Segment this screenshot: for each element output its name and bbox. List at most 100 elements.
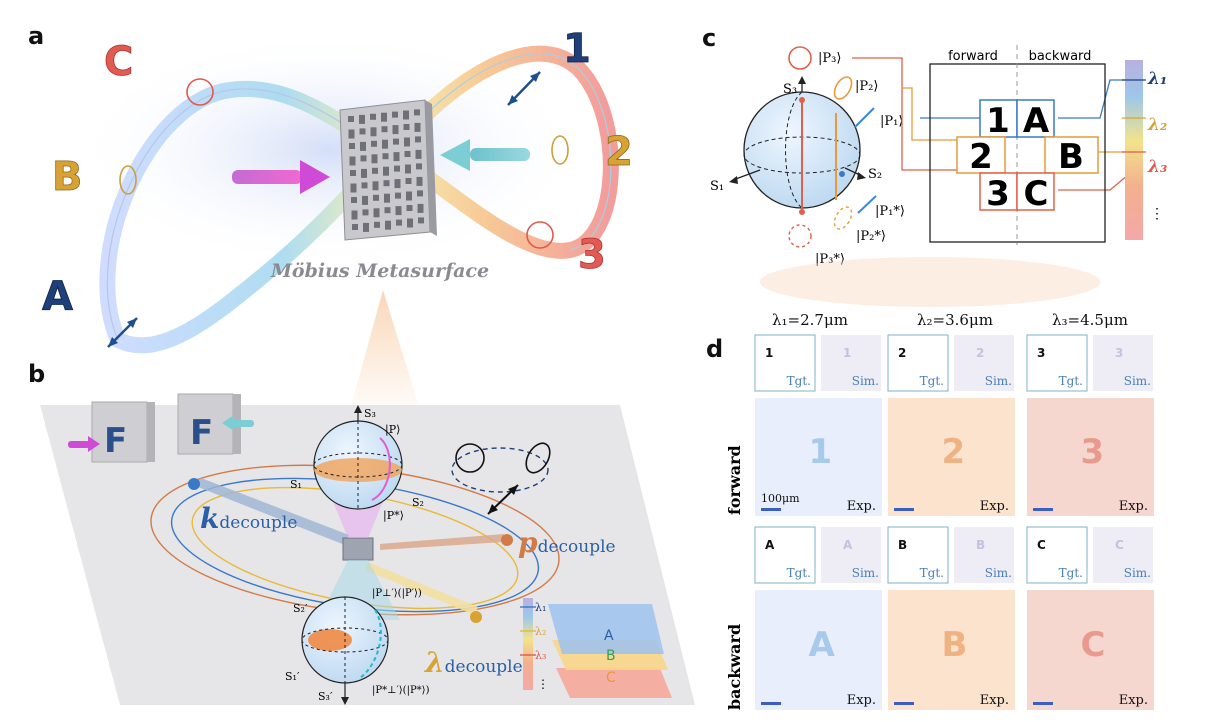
legend-lambda2: λ₂: [535, 625, 546, 638]
target-char: A: [765, 538, 775, 552]
connector-p2: [902, 87, 957, 141]
backward-header: backward: [1029, 49, 1092, 64]
axis-s2-c: S₂: [868, 167, 882, 182]
sim-char: C: [1115, 538, 1124, 552]
sim-tile: [1093, 527, 1153, 583]
axis-s1-c: S₁: [710, 179, 724, 194]
letter-c: C: [104, 39, 133, 85]
incident-beam-arrow: [232, 160, 330, 194]
grid-text-a: A: [1023, 101, 1050, 141]
meta-atom: [393, 152, 400, 162]
meta-atom: [405, 178, 412, 184]
row-label-forward: forward: [725, 445, 744, 515]
arrowhead-icon: [508, 95, 518, 105]
meta-atom: [393, 138, 399, 145]
tile-grid: 1Tgt.1Sim.1Exp.100μm2Tgt.2Sim.2Exp.3Tgt.…: [754, 334, 1154, 710]
meta-atom: [404, 151, 411, 157]
exp-tile: [888, 398, 1015, 516]
panel-d: d λ₁=2.7μm λ₂=3.6μm λ₃=4.5μm forward bac…: [706, 311, 1154, 710]
exp-char: 1: [809, 432, 833, 472]
arrowhead-icon: [530, 72, 540, 82]
forward-header: forward: [948, 49, 998, 64]
sim-label: Sim.: [852, 566, 879, 580]
meta-atom: [415, 136, 421, 143]
exp-label: Exp.: [980, 693, 1009, 708]
meta-atom: [407, 218, 413, 228]
exp-char: A: [809, 625, 836, 665]
connector-p3: [852, 57, 980, 171]
state-label-p3star: |P₃*⟩: [815, 252, 845, 267]
sim-tile: [821, 527, 881, 583]
meta-atom: [370, 113, 376, 120]
state-linear-p1star: [857, 195, 877, 214]
poincare-sphere-bottom: S₂′ S₁′ S₃′ |P⊥′⟩(|P′⟩) |P*⊥′⟩(|P*⟩): [285, 588, 430, 705]
meta-atom: [360, 141, 366, 151]
meta-atom: [414, 109, 420, 116]
meta-atom: [349, 143, 355, 149]
sim-char: B: [976, 538, 985, 552]
lambda2-label: λ₂: [1147, 115, 1167, 135]
k-dot: [188, 478, 200, 490]
panel-label-b: b: [28, 360, 45, 388]
exp-char: B: [942, 625, 968, 665]
number-1: 1: [563, 26, 591, 72]
axis-s1: S₁: [290, 478, 302, 491]
meta-atom: [384, 193, 390, 203]
k-beam: [193, 478, 349, 545]
meta-atom: [417, 190, 423, 197]
axis-s1-prime: S₁′: [285, 670, 300, 683]
exp-tile: [755, 590, 882, 710]
grid-cell-c: [1016, 172, 1055, 211]
state-p-perp: |P⊥′⟩(|P′⟩): [372, 588, 422, 599]
polarization-ellipse-b: [119, 165, 137, 195]
lambda3-label: λ₃: [1147, 157, 1167, 177]
panel-b: b F F: [28, 360, 695, 705]
pink-arrow-small: [68, 436, 100, 452]
meta-atom: [381, 126, 388, 133]
meta-atom: [371, 140, 377, 147]
state-ellipse-p2: [833, 76, 853, 100]
target-tile: [1026, 526, 1088, 584]
meta-atom: [351, 210, 358, 220]
exp-tile: [1027, 398, 1154, 516]
number-3: 3: [578, 232, 606, 278]
sim-label: Sim.: [985, 374, 1012, 388]
state-label-p1: |P₁⟩: [880, 114, 903, 129]
meta-atom: [392, 111, 398, 118]
axis-s3-c: S₃: [783, 82, 797, 97]
target-char: 2: [898, 346, 906, 360]
meta-atom: [348, 116, 354, 122]
meta-atom: [381, 112, 387, 122]
plane-letter-a: A: [604, 628, 614, 644]
sim-tile: [821, 335, 881, 391]
lambda-dots: ⋮: [1150, 206, 1164, 222]
meta-atom: [361, 168, 367, 178]
wavelength-planes: A B C: [548, 604, 672, 698]
polarization-diagram: [451, 442, 551, 515]
plane-letter-b: B: [606, 648, 616, 664]
legend-lambda3: λ₃: [535, 649, 546, 662]
target-char: 3: [1037, 346, 1045, 360]
exp-tile: [1027, 590, 1154, 710]
target-tile: [754, 334, 816, 392]
axis-s3: S₃: [364, 407, 376, 420]
grid-cell-b: [1044, 136, 1099, 174]
exp-char: 2: [942, 432, 966, 472]
poincare-sphere-top: S₃ S₁ S₂ |P⟩ |P*⟩: [290, 405, 424, 523]
meta-atom: [370, 127, 377, 137]
sim-char: A: [843, 538, 853, 552]
meta-atom: [418, 217, 424, 224]
grid-text-1: 1: [986, 101, 1010, 141]
sim-char: 2: [976, 346, 984, 360]
meta-atom: [406, 205, 413, 211]
exp-label: Exp.: [847, 693, 876, 708]
exp-char: C: [1081, 625, 1106, 665]
meta-atom: [371, 154, 378, 164]
exp-tile: [888, 590, 1015, 710]
panel-label-a: a: [28, 22, 44, 50]
grid-cell-2: [956, 136, 1006, 174]
meta-atom: [352, 224, 358, 230]
sim-char: 3: [1115, 346, 1123, 360]
meta-atom: [348, 129, 355, 139]
plane-letter-c: C: [606, 670, 616, 686]
